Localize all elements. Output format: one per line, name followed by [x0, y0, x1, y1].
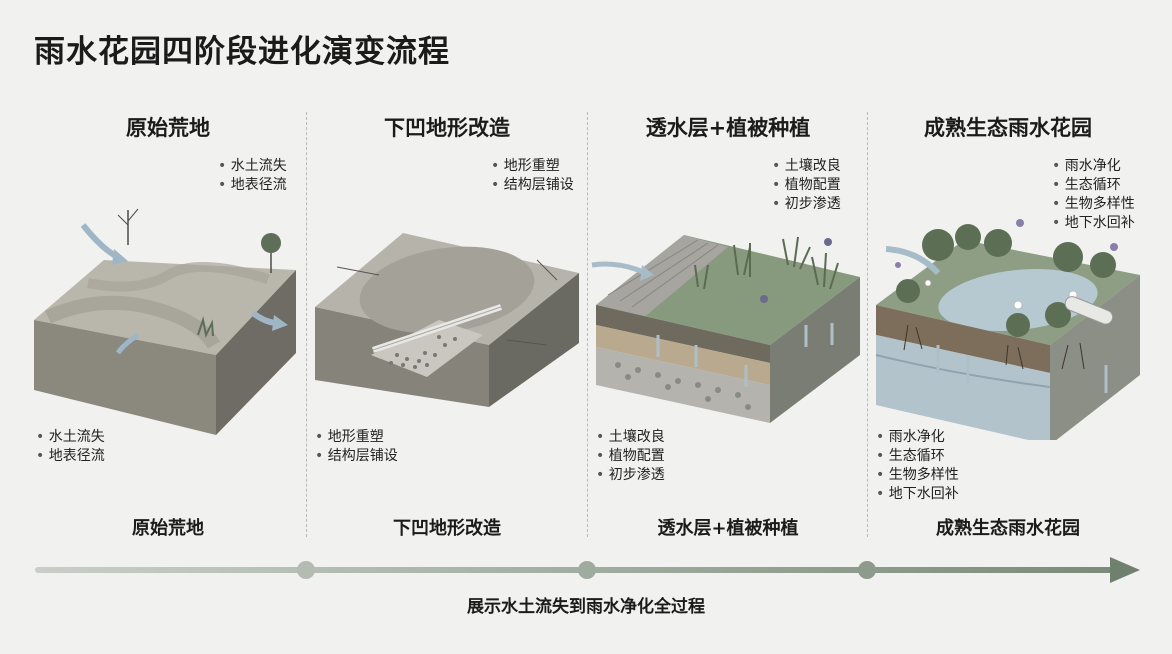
- stage-3-bottom-point: 土壤改良: [596, 428, 665, 447]
- stage-1-top-point: 水土流失: [218, 157, 287, 176]
- stage-3-top-point: 土壤改良: [772, 157, 841, 176]
- stage-4-bottom-title: 成熟生态雨水花园: [936, 518, 1080, 539]
- stage-3-bottom-point: 植物配置: [596, 447, 665, 466]
- stage-1-illustration: [34, 208, 296, 435]
- timeline-line: [35, 567, 1117, 573]
- stage-3-illustration: [591, 235, 860, 423]
- stage-1-top-points: 水土流失 地表径流: [218, 157, 287, 195]
- stage-4-top-point: 雨水净化: [1052, 157, 1135, 176]
- stage-1-bottom-points: 水土流失 地表径流: [36, 428, 105, 466]
- stage-2-bottom-points: 地形重塑 结构层铺设: [315, 428, 398, 466]
- stage-2-bottom-title: 下凹地形改造: [393, 518, 501, 539]
- timeline-caption: 展示水土流失到雨水净化全过程: [467, 597, 705, 617]
- stage-1: 原始荒地 水土流失 地表径流 水土流失 地表径流 原始荒地: [28, 0, 308, 545]
- timeline-arrow-head: [1110, 557, 1140, 583]
- stage-3-bottom-points: 土壤改良 植物配置 初步渗透: [596, 428, 665, 485]
- stage-1-title: 原始荒地: [126, 116, 210, 140]
- stage-divider: [587, 112, 588, 537]
- stage-4-bottom-point: 生态循环: [876, 447, 959, 466]
- stage-3: 透水层+植被种植 土壤改良 植物配置 初步渗透: [588, 0, 868, 545]
- stage-3-bottom-title: 透水层+植被种植: [657, 518, 799, 539]
- stage-4-bottom-point: 雨水净化: [876, 428, 959, 447]
- stage-1-bottom-point: 地表径流: [36, 447, 105, 466]
- stage-2: 下凹地形改造 地形重塑 结构层铺设 地形重塑 结构层铺设 下凹地形改造: [307, 0, 587, 545]
- stage-4-bottom-point: 生物多样性: [876, 466, 959, 485]
- stage-2-top-point: 地形重塑: [491, 157, 574, 176]
- stage-4-bottom-points: 雨水净化 生态循环 生物多样性 地下水回补: [876, 428, 959, 504]
- stage-3-top-point: 初步渗透: [772, 195, 841, 214]
- stage-2-illustration: [315, 233, 579, 407]
- stage-1-top-point: 地表径流: [218, 176, 287, 195]
- timeline-node: [297, 561, 315, 579]
- stage-2-title: 下凹地形改造: [384, 116, 510, 140]
- stage-3-top-point: 植物配置: [772, 176, 841, 195]
- stage-2-top-point: 结构层铺设: [491, 176, 574, 195]
- stage-4: 成熟生态雨水花园 雨水净化 生态循环 生物多样性 地下水回补: [868, 0, 1148, 545]
- page-title: 雨水花园四阶段进化演变流程: [34, 34, 450, 70]
- stage-2-top-points: 地形重塑 结构层铺设: [491, 157, 574, 195]
- stage-3-title: 透水层+植被种植: [645, 116, 811, 140]
- stage-2-bottom-point: 地形重塑: [315, 428, 398, 447]
- stage-1-bottom-point: 水土流失: [36, 428, 105, 447]
- stage-2-bottom-point: 结构层铺设: [315, 447, 398, 466]
- stage-1-bottom-title: 原始荒地: [132, 518, 204, 539]
- stage-divider: [306, 112, 307, 537]
- stage-4-illustration: [875, 219, 1140, 440]
- stage-3-bottom-point: 初步渗透: [596, 466, 665, 485]
- timeline-node: [858, 561, 876, 579]
- stage-4-bottom-point: 地下水回补: [876, 485, 959, 504]
- stage-4-top-points: 雨水净化 生态循环 生物多样性 地下水回补: [1052, 157, 1135, 233]
- stage-divider: [867, 112, 868, 537]
- stage-4-title: 成熟生态雨水花园: [924, 116, 1092, 140]
- stage-4-top-point: 生物多样性: [1052, 195, 1135, 214]
- timeline: [35, 557, 1140, 583]
- stage-4-top-point: 生态循环: [1052, 176, 1135, 195]
- stage-3-top-points: 土壤改良 植物配置 初步渗透: [772, 157, 841, 214]
- timeline-node: [578, 561, 596, 579]
- stage-4-top-point: 地下水回补: [1052, 214, 1135, 233]
